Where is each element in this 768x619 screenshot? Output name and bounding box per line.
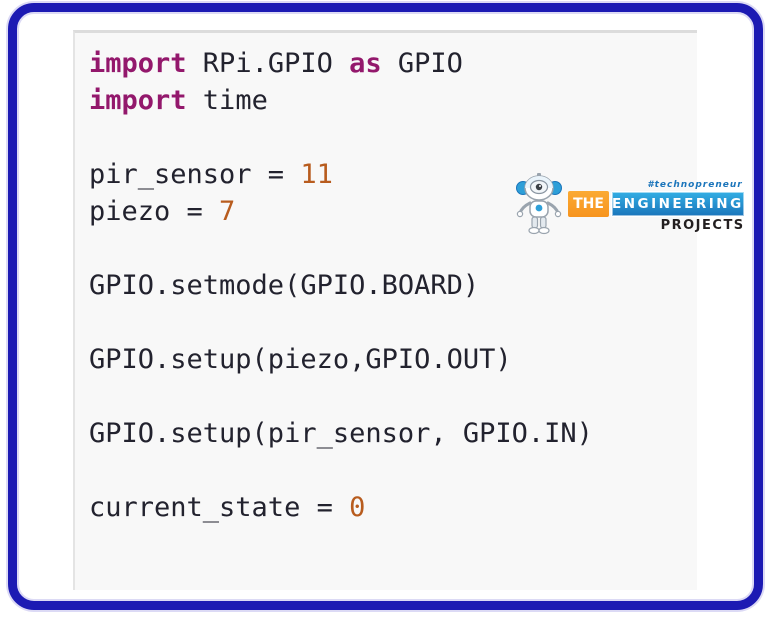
logo-boxes: THE ENGINEERING — [568, 190, 745, 217]
code-line: import time — [89, 82, 697, 119]
code-token: current_state = — [89, 492, 350, 523]
code-line: GPIO.setup(piezo,GPIO.OUT) — [89, 341, 697, 378]
code-line — [89, 378, 697, 415]
code-line — [89, 119, 697, 156]
code-token: 11 — [300, 159, 333, 190]
code-token: 0 — [349, 492, 366, 523]
code-line: piezo = 7 — [89, 193, 697, 230]
logo-projects-label: PROJECTS — [660, 217, 745, 233]
code-token: GPIO.setmode(GPIO.BOARD) — [89, 270, 480, 301]
logo-engineering-badge: ENGINEERING — [611, 190, 745, 217]
code-line: current_state = 0 — [89, 489, 697, 526]
code-token: import — [89, 85, 187, 116]
code-token: piezo = — [89, 196, 220, 227]
robot-mascot-icon — [515, 172, 563, 240]
logo-the-badge: THE — [568, 190, 609, 217]
logo-tagline: #technopreneur — [647, 179, 743, 190]
code-token: pir_sensor = — [89, 159, 301, 190]
code-token: import — [89, 48, 187, 79]
code-line: GPIO.setup(pir_sensor, GPIO.IN) — [89, 415, 697, 452]
outer-border-frame — [8, 3, 763, 610]
code-line: import RPi.GPIO as GPIO — [89, 45, 697, 82]
code-token: 7 — [219, 196, 236, 227]
code-line — [89, 304, 697, 341]
code-token: GPIO — [381, 48, 463, 79]
code-token: as — [349, 48, 382, 79]
tep-logo: #technopreneur THE ENGINEERING PROJECTS — [515, 172, 745, 240]
code-line: GPIO.setmode(GPIO.BOARD) — [89, 267, 697, 304]
logo-text-stack: #technopreneur THE ENGINEERING PROJECTS — [568, 180, 745, 233]
code-token: RPi.GPIO — [186, 48, 350, 79]
code-token: GPIO.setup(piezo,GPIO.OUT) — [89, 344, 512, 375]
code-line — [89, 452, 697, 489]
code-token: time — [186, 85, 268, 116]
code-token: GPIO.setup(pir_sensor, GPIO.IN) — [89, 418, 593, 449]
code-line: pir_sensor = 11 — [89, 156, 697, 193]
